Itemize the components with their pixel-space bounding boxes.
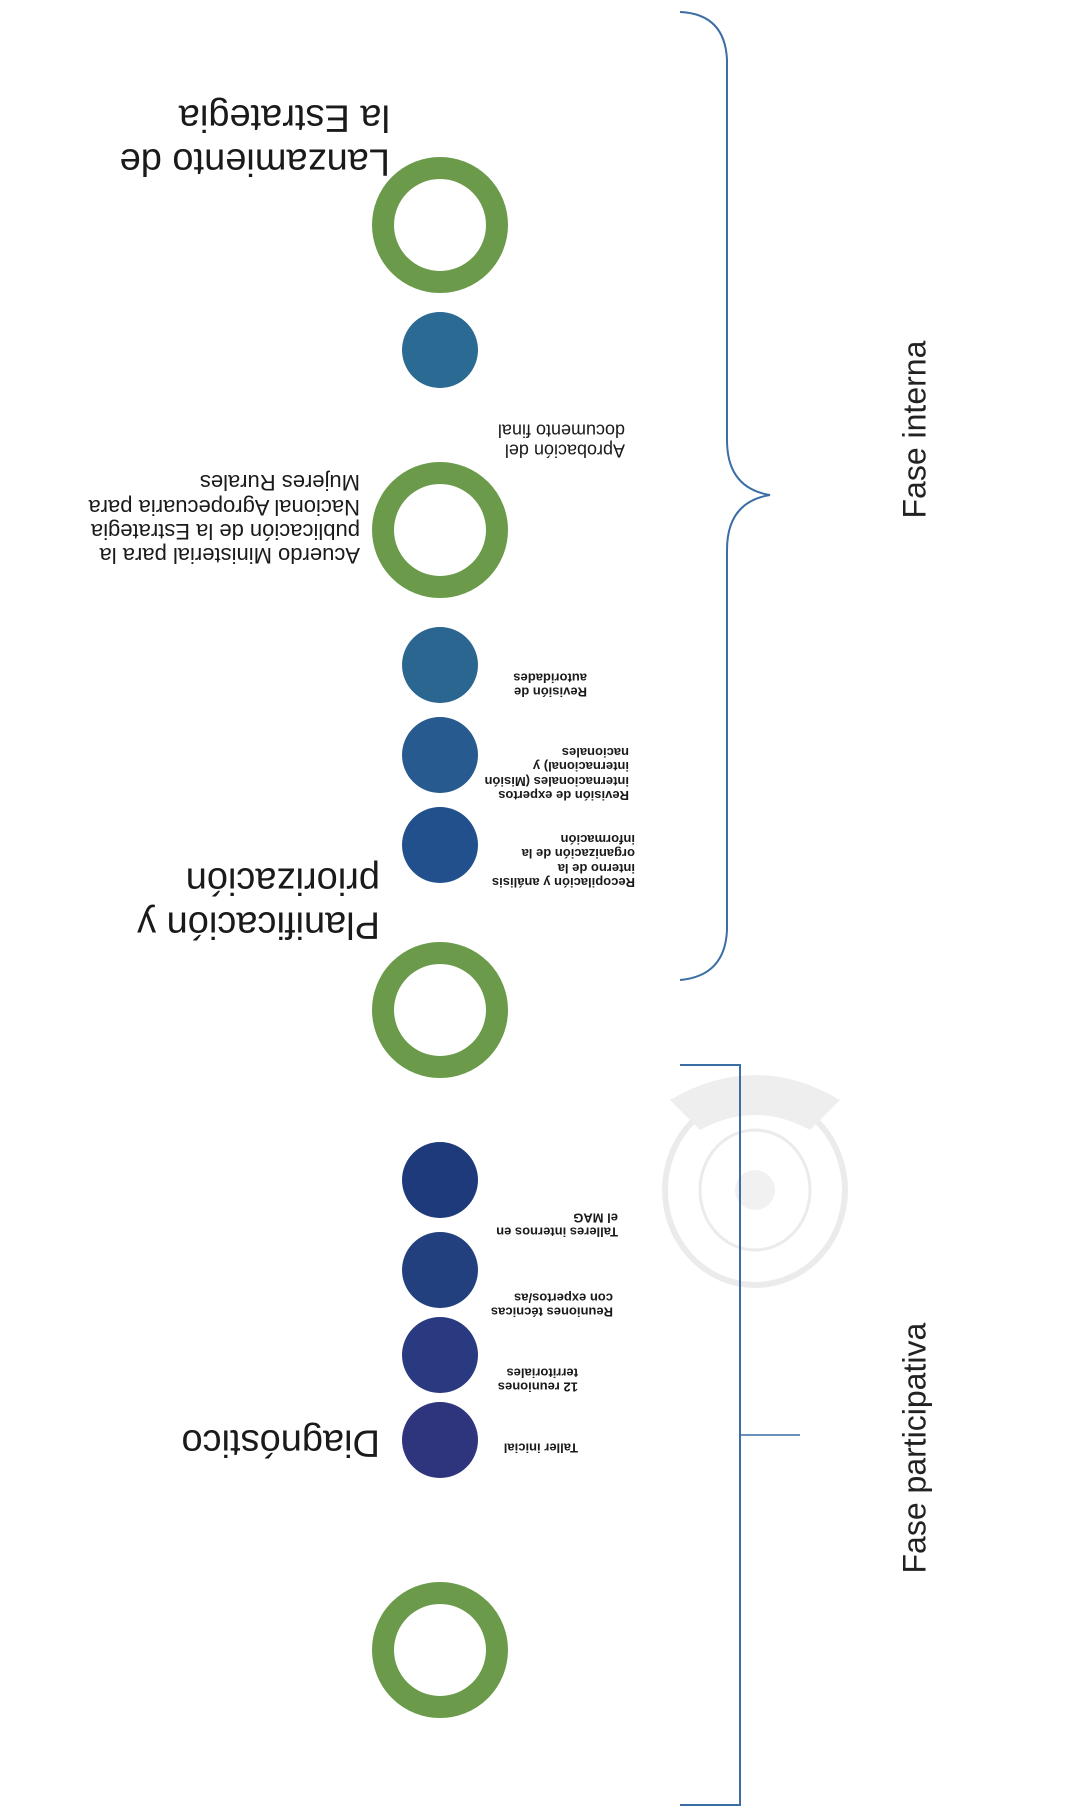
label-diagnostico: Diagnóstico bbox=[181, 1421, 380, 1464]
label-taller-inicial: Taller inicial bbox=[503, 1440, 578, 1456]
dot-reuniones-territoriales bbox=[402, 1317, 478, 1393]
label-planificacion: Planificación y priorización bbox=[137, 859, 380, 946]
phase-label-participativa: Fase participativa bbox=[896, 1322, 933, 1574]
ring-lanzamiento bbox=[372, 157, 508, 293]
dot-revision-autoridades bbox=[402, 627, 478, 703]
label-talleres-internos: Talleres internos en el MAG bbox=[496, 1210, 618, 1240]
label-revision-expertos: Revisión de expertos internacionales (Mi… bbox=[484, 745, 629, 804]
dot-talleres-internos bbox=[402, 1142, 478, 1218]
dot-recopilacion bbox=[402, 807, 478, 883]
ring-planificacion bbox=[372, 942, 508, 1078]
ring-diagnostico bbox=[372, 1582, 508, 1718]
ring-acuerdo bbox=[372, 462, 508, 598]
label-lanzamiento: Lanzamiento de la Estrategia bbox=[119, 96, 390, 183]
fase-participativa-bracket bbox=[680, 1064, 741, 1806]
fase-interna-brace bbox=[679, 11, 771, 981]
label-revision-autoridades: Revisión de autoridades bbox=[513, 670, 587, 700]
watermark-seal bbox=[662, 1075, 848, 1288]
dot-aprobacion bbox=[402, 312, 478, 388]
label-aprobacion: Aprobación del documento final bbox=[497, 420, 625, 461]
label-acuerdo: Acuerdo Ministerial para la publicación … bbox=[88, 470, 360, 568]
dot-revision-expertos bbox=[402, 717, 478, 793]
label-reuniones-territoriales: 12 reuniones territoriales bbox=[497, 1365, 578, 1395]
dot-taller-inicial bbox=[402, 1402, 478, 1478]
phase-label-interna: Fase interna bbox=[896, 340, 933, 519]
dot-reuniones-tecnicas bbox=[402, 1232, 478, 1308]
label-recopilacion: Recopilación y análisis interno de la or… bbox=[491, 832, 635, 891]
label-reuniones-tecnicas: Reuniones técnicas con expertos/as bbox=[490, 1290, 613, 1320]
